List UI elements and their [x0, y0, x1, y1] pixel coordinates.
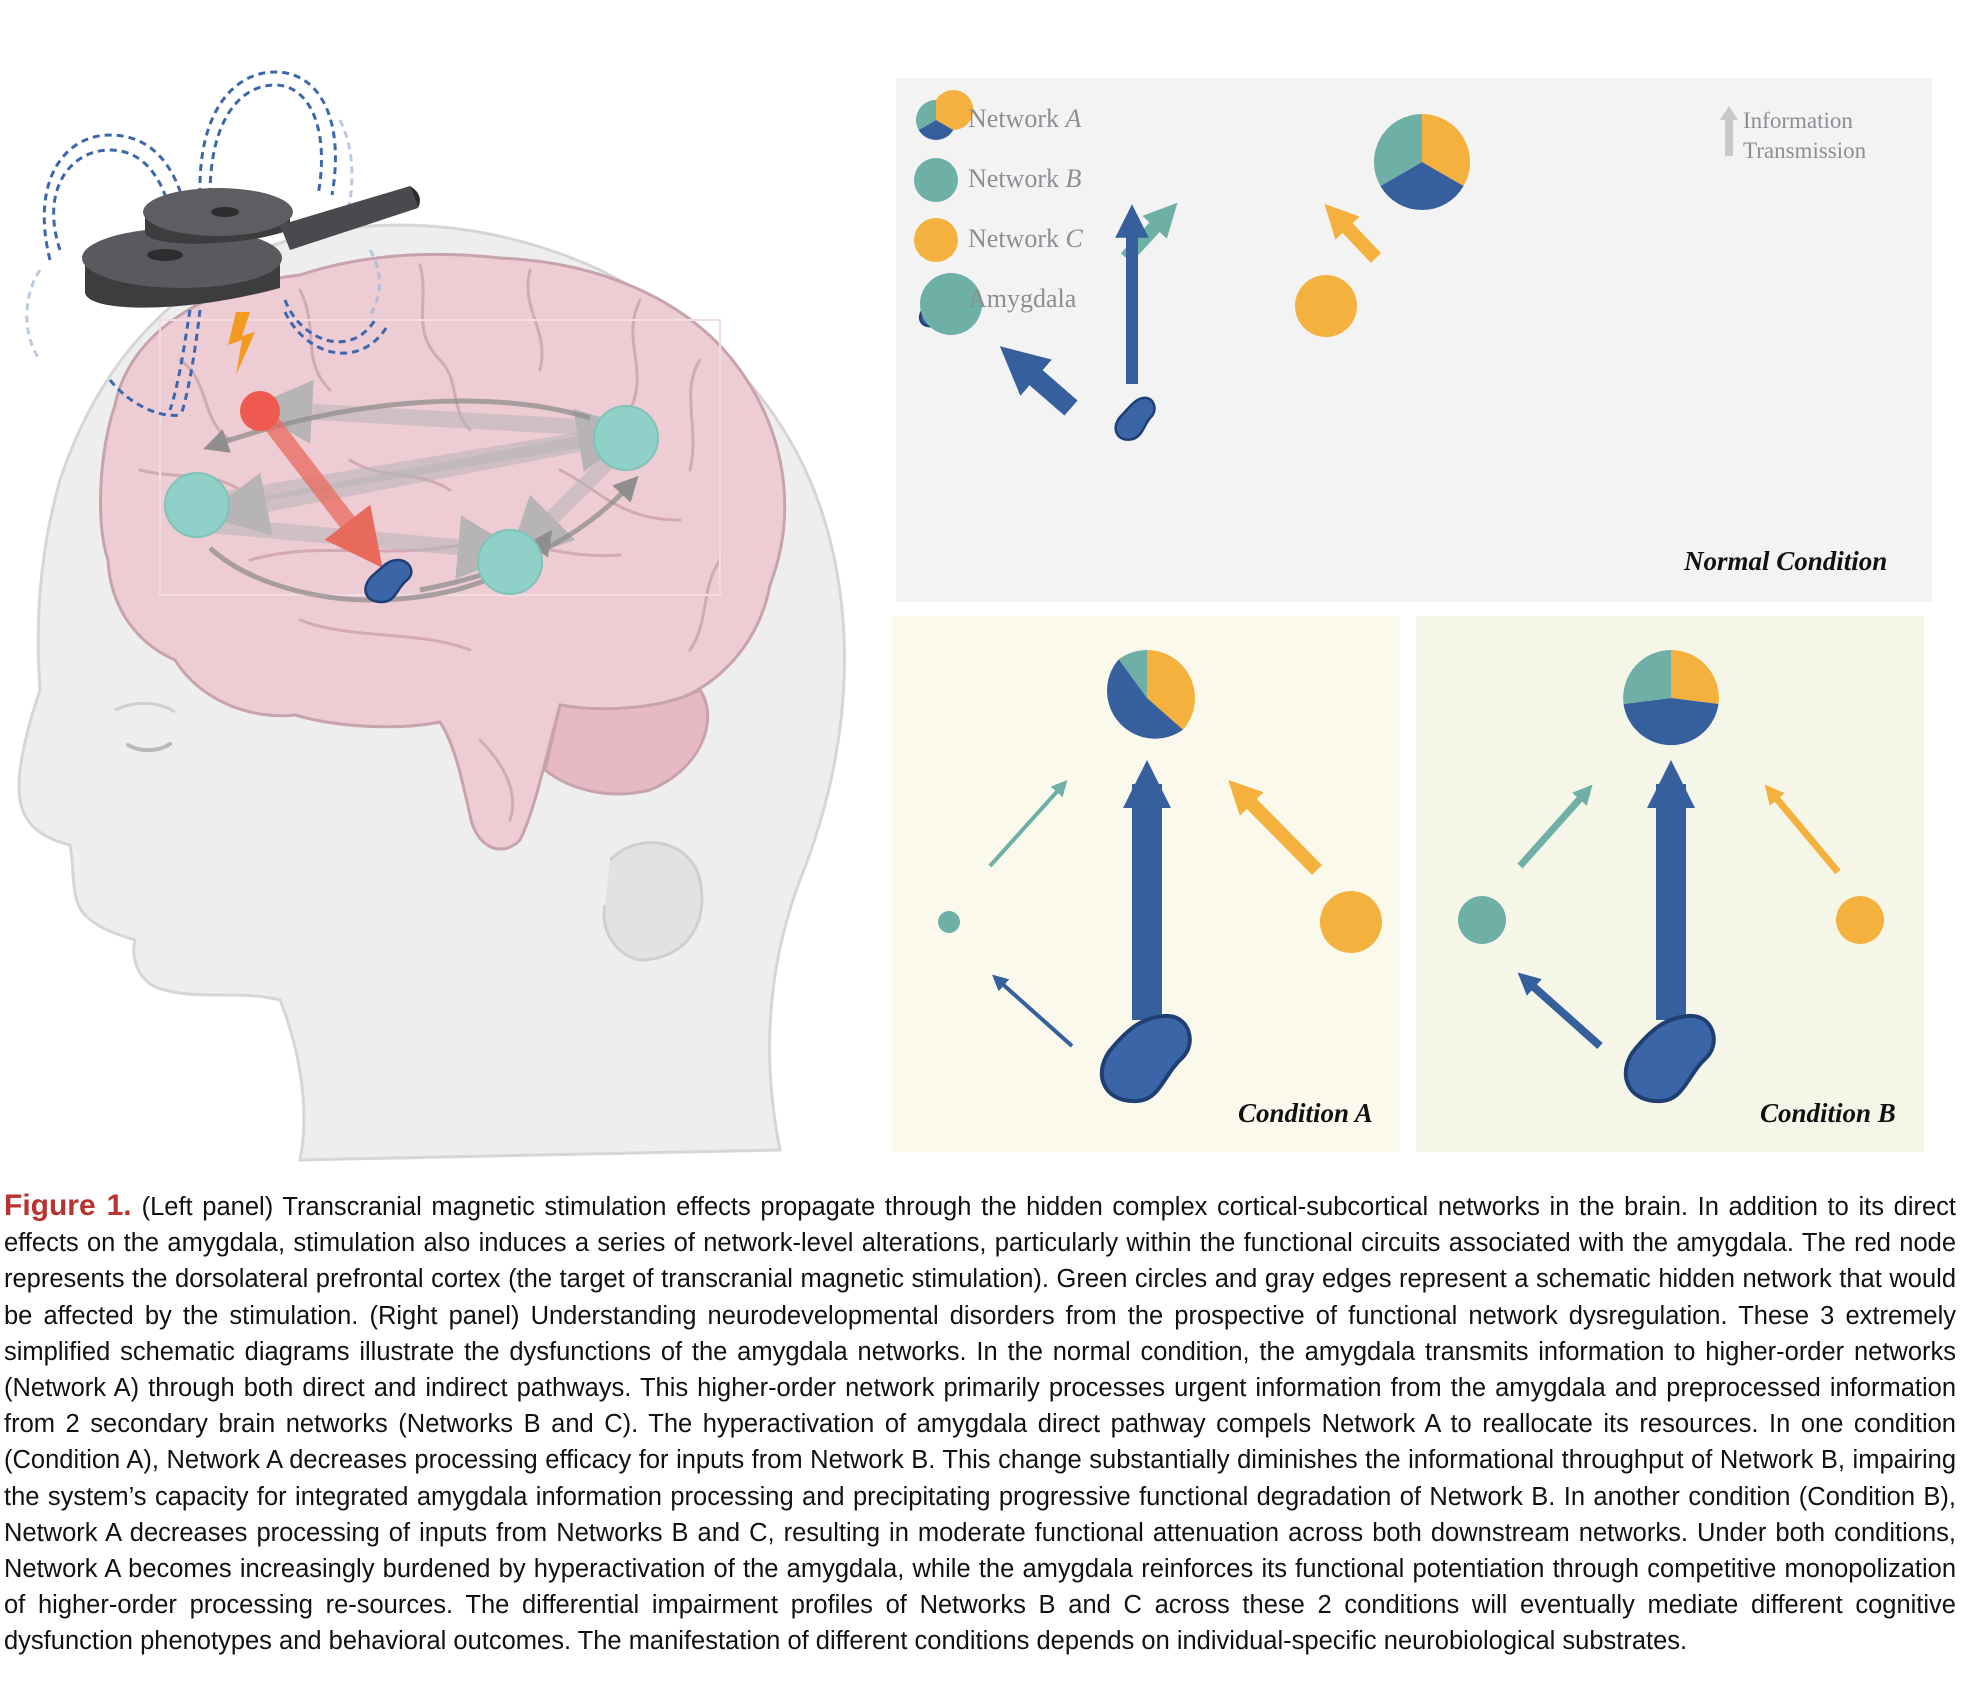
network-a-pie — [1107, 650, 1195, 739]
network-a-pie — [1623, 650, 1719, 746]
condition-b-panel — [1416, 616, 1924, 1152]
condition-a-panel — [892, 616, 1400, 1152]
infant-ear — [602, 841, 704, 962]
amygdala-node — [1114, 396, 1156, 441]
legend-network-a: Network A — [968, 104, 1082, 133]
dlpfc-target-node — [240, 391, 280, 431]
legend-information-transmission: Information Transmission — [1743, 106, 1866, 166]
cerebellum — [543, 688, 710, 796]
network-a-pie — [1373, 113, 1471, 211]
network-a-legend-icon — [916, 90, 974, 140]
amygdala-node — [1099, 1013, 1192, 1104]
arrow-b-to-a — [1517, 784, 1593, 869]
normal-condition-panel — [896, 78, 1932, 602]
arrow-c-to-a — [1764, 784, 1841, 875]
hidden-network-edges — [203, 379, 642, 580]
arrow-c-to-a — [1228, 780, 1322, 875]
arrow-amygdala-to-b — [999, 346, 1078, 416]
network-c-node — [1295, 275, 1357, 337]
legend-info-line2: Transmission — [1743, 138, 1867, 163]
amygdala-node — [1623, 1013, 1716, 1104]
amygdala-shape — [364, 558, 413, 604]
network-b-node — [938, 911, 960, 933]
network-c-node — [1836, 896, 1884, 944]
information-transmission-legend-icon — [1720, 106, 1738, 156]
network-c-node — [1320, 891, 1382, 953]
network-node — [593, 405, 659, 471]
arrow-amygdala-to-b — [1517, 972, 1603, 1049]
condition-b-label: Condition B — [1760, 1098, 1896, 1128]
arrow-b-to-a — [988, 780, 1068, 868]
network-c-legend-icon — [914, 218, 958, 262]
lightning-bolt-icon — [228, 312, 255, 375]
tms-effect-arrow — [257, 409, 383, 568]
network-node — [164, 472, 230, 538]
network-b-node — [920, 273, 982, 335]
caption-text: (Left panel) Transcranial magnetic stimu… — [4, 1193, 1956, 1656]
legend-info-line1: Information — [1743, 108, 1853, 133]
figure-caption: Figure 1.(Left panel) Transcranial magne… — [4, 1188, 1956, 1660]
arrow-c-to-a — [1324, 203, 1382, 263]
magnetic-field-lines — [42, 70, 390, 417]
legend-amygdala: Amygdala — [968, 284, 1077, 313]
normal-condition-label: Normal Condition — [1684, 546, 1888, 576]
network-b-node — [1458, 896, 1506, 944]
network-node — [477, 529, 543, 595]
arrow-amygdala-to-b — [992, 974, 1074, 1048]
figure-label: Figure 1. — [4, 1189, 132, 1222]
tms-coil — [82, 186, 420, 308]
legend-network-c: Network C — [968, 224, 1083, 253]
left-panel-illustration — [17, 70, 846, 1162]
legend-network-b: Network B — [968, 164, 1082, 193]
network-b-legend-icon — [914, 158, 958, 202]
infant-eye — [126, 742, 172, 753]
condition-a-label: Condition A — [1238, 1098, 1373, 1128]
